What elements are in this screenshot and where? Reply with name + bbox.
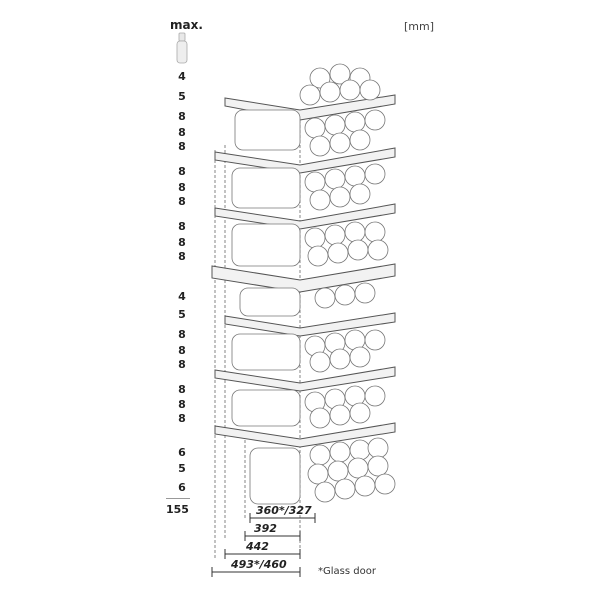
bottle-count: 8 [178,344,186,357]
bottle-count: 6 [178,481,186,494]
dimension-label-4: 493*/460 [231,558,287,571]
bottle-count: 8 [178,358,186,371]
bottle-stacks [231,63,396,505]
bottle-count: 4 [178,290,186,303]
bottle-count: 5 [178,90,186,103]
dimension-label-2: 392 [254,522,277,535]
dimension-label-1: 360*/327 [256,504,312,517]
dimension-label-3: 442 [246,540,269,553]
bottle-count: 8 [178,126,186,139]
bottle-count: 8 [178,236,186,249]
bottle-count: 5 [178,308,186,321]
unit-label: [mm] [404,20,435,33]
max-label: max. [170,18,203,32]
bottle-count: 8 [178,181,186,194]
bottle-count: 8 [178,398,186,411]
bottle-count: 8 [178,140,186,153]
bottle-count: 6 [178,446,186,459]
bottle-count: 8 [178,195,186,208]
total-bottles: 155 [166,503,189,516]
bottle-count: 8 [178,383,186,396]
bottle-count: 8 [178,412,186,425]
bottle-count: 8 [178,328,186,341]
total-divider [166,498,190,499]
dimension-lines [211,513,316,577]
bottle-count: 8 [178,250,186,263]
bottle-count: 8 [178,110,186,123]
bottle-count: 5 [178,462,186,475]
bottle-count: 8 [178,220,186,233]
footnote: *Glass door [318,566,376,577]
bottle-count: 4 [178,70,186,83]
bottle-count: 8 [178,165,186,178]
bottle-icon [176,32,188,64]
